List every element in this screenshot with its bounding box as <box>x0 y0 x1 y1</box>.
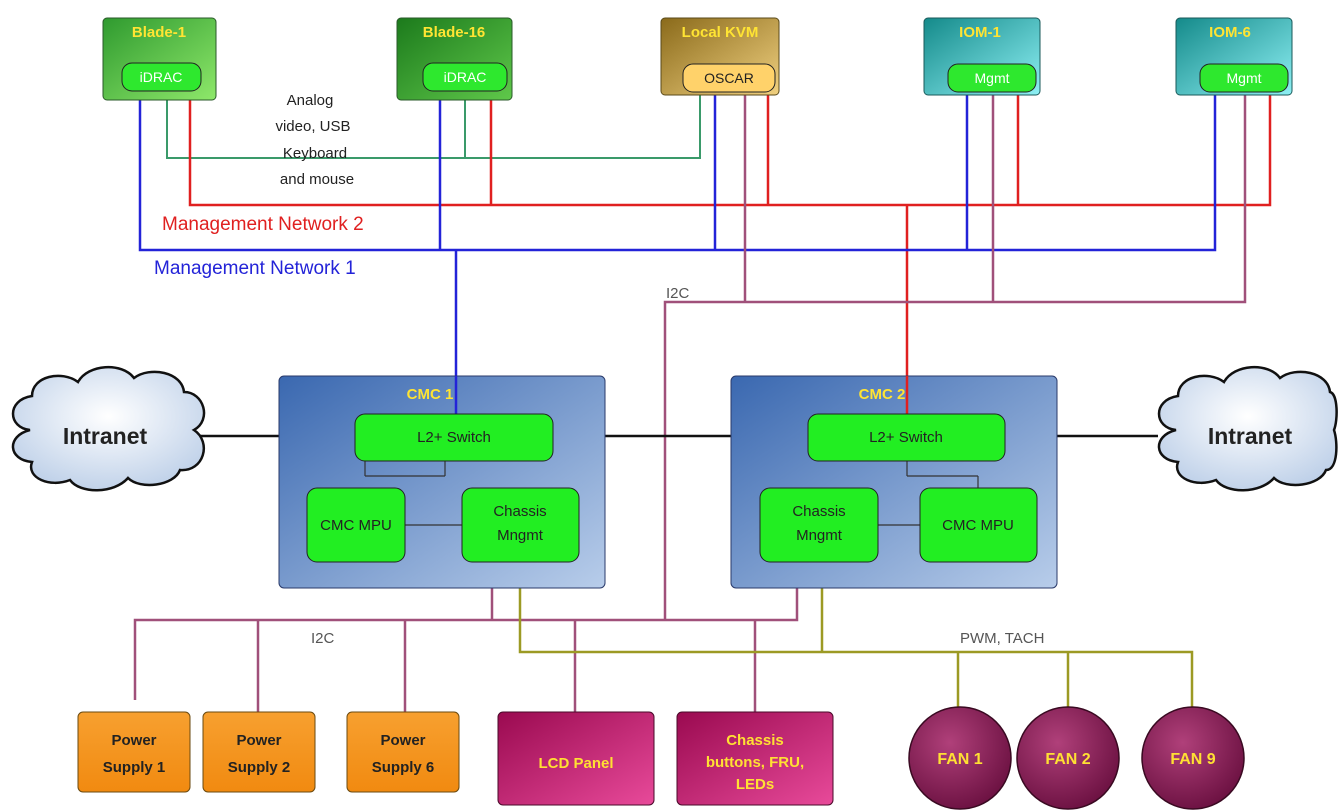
lcd-panel-label: LCD Panel <box>538 755 613 772</box>
mgmt-network-2-wires <box>188 95 1272 408</box>
fan-9: FAN 9 <box>1141 706 1245 810</box>
power-supply-1-line-2: Supply 1 <box>103 759 166 776</box>
intranet-cloud-left: Intranet <box>11 365 206 492</box>
fan-1: FAN 1 <box>908 706 1012 810</box>
oscar-label: OSCAR <box>704 70 754 86</box>
analog-annotation: Analog video, USB Keyboard and mouse <box>275 92 354 188</box>
blade-16-title: Blade-16 <box>423 24 486 41</box>
pwm-tach-label: PWM, TACH <box>960 630 1044 647</box>
i2c-top-wires <box>663 95 1247 620</box>
iom-6-node: IOM-6 Mgmt <box>1175 17 1293 96</box>
cmc-2-title: CMC 2 <box>859 386 906 403</box>
i2c-top-label: I2C <box>666 285 690 302</box>
mgmt-network-2-label: Management Network 2 <box>162 214 364 235</box>
power-supply-2: Power Supply 2 <box>202 711 316 793</box>
power-supply-6: Power Supply 6 <box>346 711 460 793</box>
iom-1-node: IOM-1 Mgmt <box>923 17 1041 96</box>
cmc-2-chassis-line-1: Chassis <box>792 503 845 520</box>
local-kvm-title: Local KVM <box>682 24 759 41</box>
blade-16-idrac-label: iDRAC <box>444 69 487 85</box>
chassis-buttons-panel: Chassis buttons, FRU, LEDs <box>676 711 834 806</box>
power-supply-1-line-1: Power <box>111 732 156 749</box>
blade-1-node: Blade-1 iDRAC <box>102 17 217 101</box>
iom-1-mgmt-label: Mgmt <box>975 70 1010 86</box>
fan-1-label: FAN 1 <box>937 751 982 768</box>
i2c-bottom-wires <box>133 565 799 712</box>
analog-line-2: video, USB <box>275 118 350 135</box>
power-supply-2-line-2: Supply 2 <box>228 759 291 776</box>
lcd-panel: LCD Panel <box>497 711 655 806</box>
local-kvm-node: Local KVM OSCAR <box>660 17 780 96</box>
cmc-2-module: CMC 2 L2+ Switch Chassis Mngmt CMC MPU <box>730 375 1058 589</box>
mgmt-network-1-wires <box>138 95 1217 410</box>
blade-16-node: Blade-16 iDRAC <box>396 17 513 101</box>
chassis-buttons-line-1: Chassis <box>726 732 784 749</box>
power-supply-1: Power Supply 1 <box>77 711 191 793</box>
analog-line-1: Analog <box>287 92 334 109</box>
blade-1-idrac-label: iDRAC <box>140 69 183 85</box>
cmc-1-chassis-line-2: Mngmt <box>497 527 544 544</box>
chassis-buttons-line-2: buttons, FRU, <box>706 754 804 771</box>
intranet-cloud-right: Intranet <box>1157 365 1338 492</box>
cmc-1-chassis-line-1: Chassis <box>493 503 546 520</box>
chassis-buttons-line-3: LEDs <box>736 776 774 793</box>
cmc-1-title: CMC 1 <box>407 386 454 403</box>
fan-2: FAN 2 <box>1016 706 1120 810</box>
power-supply-6-line-2: Supply 6 <box>372 759 435 776</box>
mgmt-network-1-label: Management Network 1 <box>154 258 356 279</box>
power-supply-2-line-1: Power <box>236 732 281 749</box>
cmc-2-chassis-line-2: Mngmt <box>796 527 843 544</box>
cmc-1-switch-label: L2+ Switch <box>417 429 491 446</box>
iom-6-title: IOM-6 <box>1209 24 1251 41</box>
i2c-bottom-label: I2C <box>311 630 335 647</box>
cmc-2-switch-label: L2+ Switch <box>869 429 943 446</box>
iom-1-title: IOM-1 <box>959 24 1001 41</box>
analog-line-4: and mouse <box>280 171 354 188</box>
cmc-1-module: CMC 1 L2+ Switch CMC MPU Chassis Mngmt <box>278 375 606 589</box>
cmc-2-mpu-label: CMC MPU <box>942 517 1014 534</box>
analog-wires <box>166 95 701 159</box>
blade-1-title: Blade-1 <box>132 24 186 41</box>
cmc-1-mpu-label: CMC MPU <box>320 517 392 534</box>
power-supply-6-line-1: Power <box>380 732 425 749</box>
iom-6-mgmt-label: Mgmt <box>1227 70 1262 86</box>
intranet-right-label: Intranet <box>1208 423 1293 449</box>
fan-9-label: FAN 9 <box>1170 751 1215 768</box>
fan-2-label: FAN 2 <box>1045 751 1090 768</box>
analog-line-3: Keyboard <box>283 145 347 162</box>
intranet-left-label: Intranet <box>63 423 148 449</box>
